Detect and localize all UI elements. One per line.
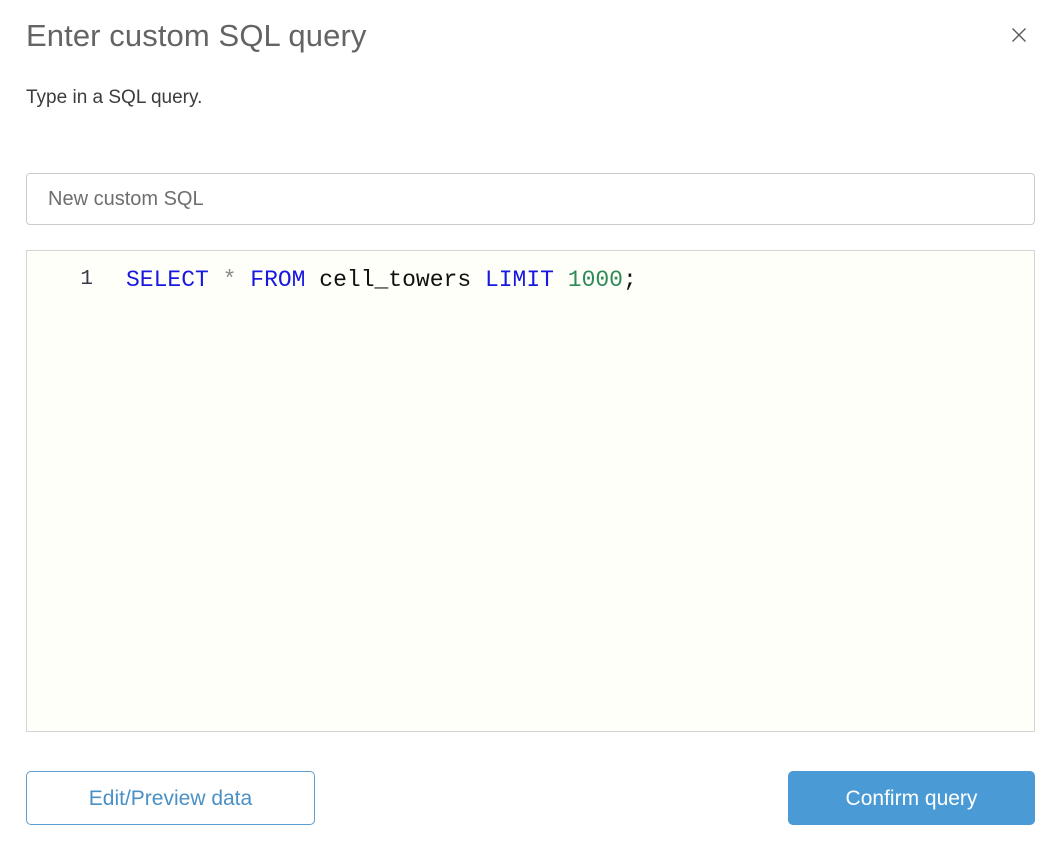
token-space-4 [471,267,485,293]
token-from: FROM [250,267,306,293]
close-button[interactable] [1001,18,1037,54]
token-select: SELECT [126,267,209,293]
token-space-3 [305,267,319,293]
token-limit-value: 1000 [567,267,623,293]
token-semicolon: ; [622,267,637,293]
token-limit: LIMIT [484,267,554,293]
close-icon [1009,25,1029,48]
sql-code-line[interactable]: SELECT * FROM cell_towers LIMIT 1000; [93,265,1034,295]
token-space-5 [554,267,568,293]
edit-preview-data-button[interactable]: Edit/Preview data [26,771,315,825]
page-title: Enter custom SQL query [26,18,367,53]
dialog-subtitle: Type in a SQL query. [26,87,203,108]
token-star: * [222,267,237,293]
token-space-2 [236,267,250,293]
dialog-header: Enter custom SQL query [26,14,1035,62]
code-row: 1 SELECT * FROM cell_towers LIMIT 1000; [27,265,1034,301]
sql-code-editor[interactable]: 1 SELECT * FROM cell_towers LIMIT 1000; [26,250,1035,732]
token-space-1 [209,267,223,293]
line-number-gutter: 1 [80,268,93,291]
confirm-query-button[interactable]: Confirm query [788,771,1035,825]
sql-name-input[interactable] [26,173,1035,225]
token-table-name: cell_towers [319,267,472,293]
